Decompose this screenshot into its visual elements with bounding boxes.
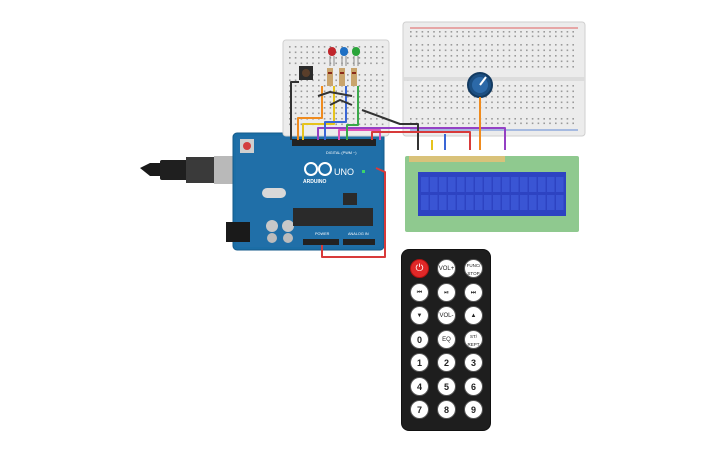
remote-button-1[interactable]: 1 — [410, 353, 429, 372]
remote-button-func-stop[interactable]: FUNC/ STOP — [464, 259, 483, 278]
remote-button-4[interactable]: 4 — [410, 376, 429, 396]
remote-button-next[interactable]: ⏭ — [464, 282, 483, 302]
small-breadboard[interactable] — [282, 39, 390, 137]
remote-button-vol-up[interactable]: VOL+ — [437, 259, 456, 278]
remote-button-play-pause[interactable]: ⏯ — [437, 282, 456, 302]
remote-button-0[interactable]: 0 — [410, 329, 429, 349]
remote-button-vol-down[interactable]: VOL- — [437, 306, 456, 325]
yellow-wire[interactable] — [302, 86, 335, 140]
remote-button-3[interactable]: 3 — [464, 353, 483, 372]
black-wire[interactable] — [317, 91, 353, 97]
usb-cable[interactable] — [140, 156, 238, 184]
black-wire[interactable] — [290, 81, 299, 140]
red-wire[interactable] — [371, 131, 471, 150]
remote-button-eq[interactable]: EQ — [437, 329, 456, 349]
board-model-text: UNO — [334, 167, 354, 177]
arduino-logo-icon — [304, 162, 332, 176]
board-power-label: POWER — [315, 232, 330, 236]
board-analog-label: ANALOG IN — [348, 232, 369, 236]
remote-button-8[interactable]: 8 — [437, 400, 456, 419]
led[interactable] — [340, 47, 348, 66]
lcd-display[interactable] — [405, 156, 579, 232]
green-wire[interactable] — [346, 86, 359, 140]
pink-wire[interactable] — [338, 129, 381, 140]
remote-button-5[interactable]: 5 — [437, 376, 456, 396]
resistors[interactable] — [327, 68, 357, 86]
purple-wire[interactable] — [317, 127, 506, 150]
photoresistor[interactable] — [299, 66, 313, 80]
board-digital-label: DIGITAL (PWM ~) — [326, 151, 357, 155]
remote-button-st-rept[interactable]: ST/ REPT — [464, 329, 483, 349]
remote-button-prev[interactable]: ⏮ — [410, 282, 429, 302]
remote-button-7[interactable]: 7 — [410, 400, 429, 419]
potentiometer[interactable] — [467, 72, 493, 98]
remote-button-up[interactable]: ▲ — [464, 306, 483, 325]
led-group[interactable] — [328, 47, 360, 66]
led[interactable] — [352, 47, 360, 66]
black-wire[interactable] — [361, 109, 419, 150]
board-logo-text: ARDUINO — [303, 179, 326, 185]
remote-button-2[interactable]: 2 — [437, 353, 456, 372]
led[interactable] — [328, 47, 336, 66]
remote-button-power[interactable]: ⏻ — [410, 259, 429, 278]
remote-button-6[interactable]: 6 — [464, 376, 483, 396]
orange-wire[interactable] — [297, 86, 323, 140]
arduino-board[interactable]: ARDUINO UNO DIGITAL (PWM ~) POWER ANALOG… — [226, 132, 385, 251]
black-wire[interactable] — [329, 99, 353, 106]
red-wire[interactable] — [321, 167, 386, 258]
remote-button-down[interactable]: ▼ — [410, 306, 429, 325]
large-breadboard[interactable] — [402, 21, 586, 137]
remote-button-9[interactable]: 9 — [464, 400, 483, 419]
blue-wire[interactable] — [324, 86, 347, 140]
